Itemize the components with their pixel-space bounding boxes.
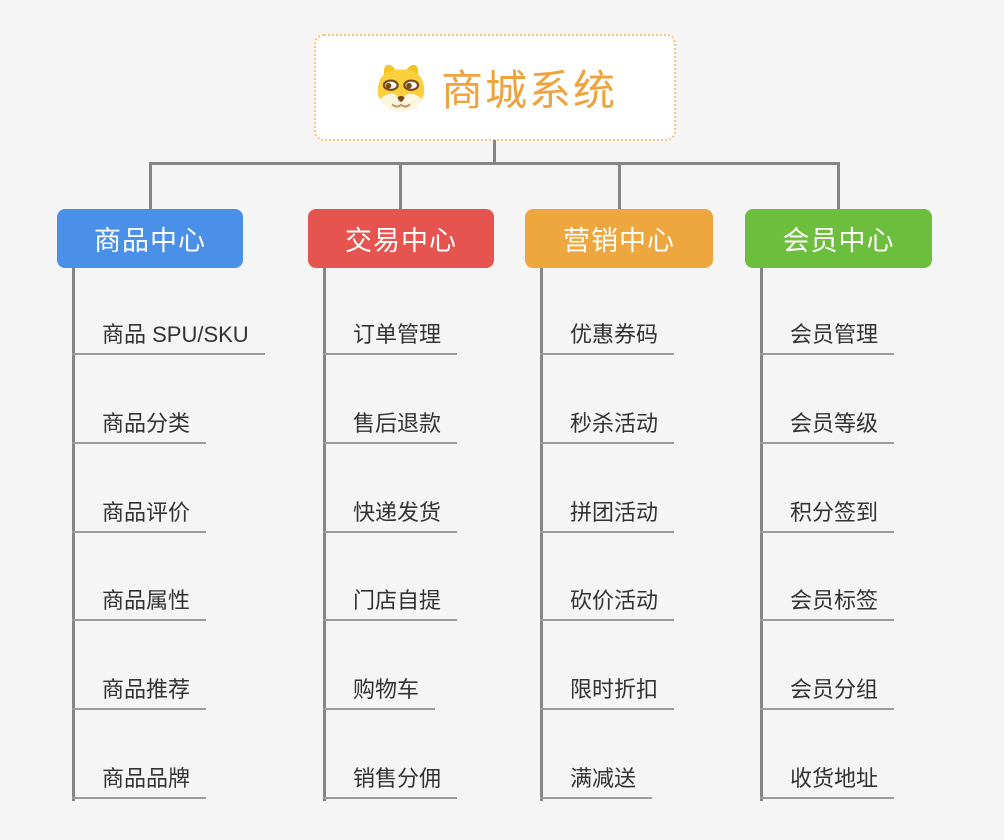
branch-stem-line: [72, 268, 75, 801]
branch-stem-line: [760, 268, 763, 801]
root-node[interactable]: 商城系统: [314, 34, 676, 141]
branch-stem-line: [323, 268, 326, 801]
leaf-item[interactable]: 快递发货: [323, 499, 458, 533]
leaf-item[interactable]: 商品品牌: [72, 765, 207, 799]
branch-header[interactable]: 交易中心: [308, 209, 494, 268]
dog-face-icon: [377, 64, 425, 112]
branch-header[interactable]: 营销中心: [525, 209, 713, 268]
leaf-item[interactable]: 积分签到: [760, 499, 895, 533]
connector-drop: [399, 162, 402, 210]
leaf-item[interactable]: 砍价活动: [540, 587, 675, 621]
leaf-item[interactable]: 优惠券码: [540, 321, 675, 355]
leaf-item[interactable]: 门店自提: [323, 587, 458, 621]
connector-drop: [149, 162, 152, 210]
connector-drop: [618, 162, 621, 210]
leaf-item[interactable]: 商品评价: [72, 499, 207, 533]
leaf-item[interactable]: 会员标签: [760, 587, 895, 621]
leaf-item[interactable]: 会员分组: [760, 676, 895, 710]
leaf-item[interactable]: 满减送: [540, 765, 653, 799]
leaf-item[interactable]: 订单管理: [323, 321, 458, 355]
branch-stem-line: [540, 268, 543, 801]
branch-header[interactable]: 会员中心: [745, 209, 932, 268]
branch-header[interactable]: 商品中心: [57, 209, 243, 268]
leaf-item[interactable]: 销售分佣: [323, 765, 458, 799]
leaf-item[interactable]: 商品 SPU/SKU: [72, 321, 265, 355]
leaf-item[interactable]: 商品分类: [72, 410, 207, 444]
leaf-item[interactable]: 购物车: [323, 676, 436, 710]
leaf-item[interactable]: 商品属性: [72, 587, 207, 621]
connector-trunk: [493, 140, 496, 163]
leaf-item[interactable]: 会员等级: [760, 410, 895, 444]
leaf-item[interactable]: 商品推荐: [72, 676, 207, 710]
root-title: 商城系统: [440, 67, 617, 114]
leaf-item[interactable]: 秒杀活动: [540, 410, 675, 444]
leaf-item[interactable]: 售后退款: [323, 410, 458, 444]
leaf-item[interactable]: 拼团活动: [540, 499, 675, 533]
leaf-item[interactable]: 收货地址: [760, 765, 895, 799]
leaf-item[interactable]: 限时折扣: [540, 676, 675, 710]
connector-drop: [837, 162, 840, 210]
leaf-item[interactable]: 会员管理: [760, 321, 895, 355]
connector-rail: [149, 162, 840, 165]
